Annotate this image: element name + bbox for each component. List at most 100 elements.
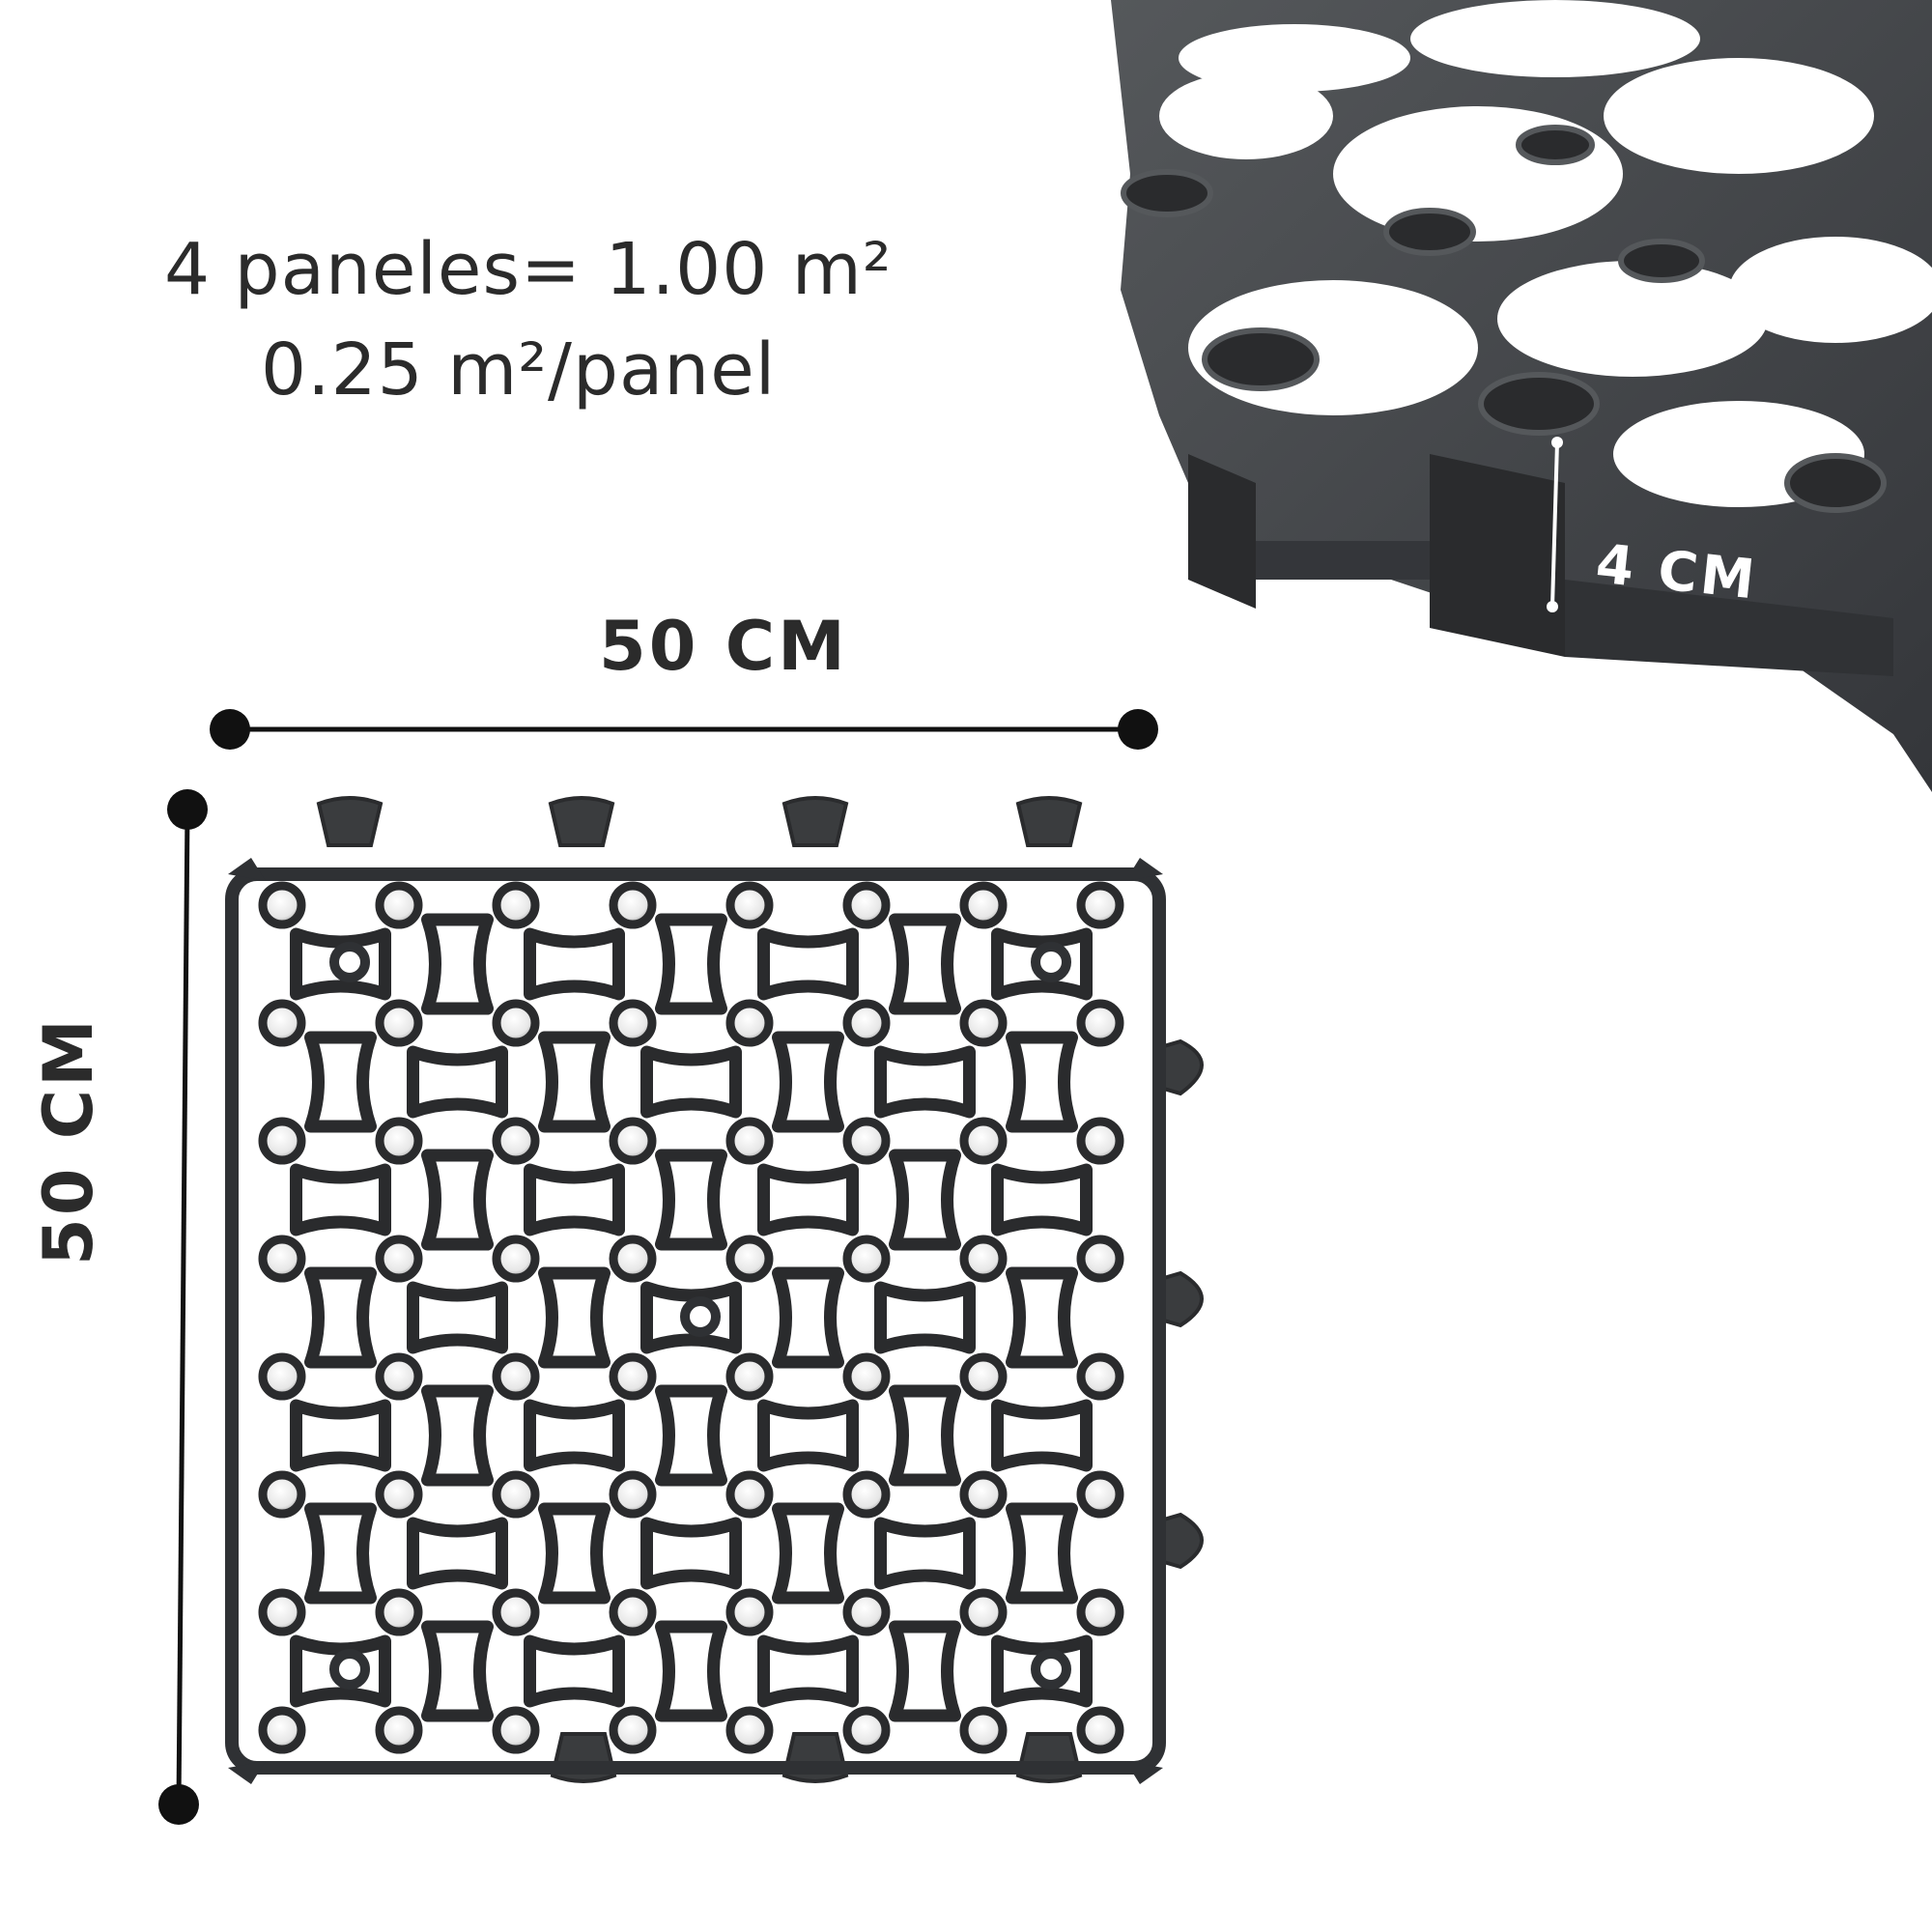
depth-dimension-end-top	[1551, 437, 1563, 448]
grid-cell	[290, 1399, 391, 1472]
grid-node	[725, 1706, 774, 1754]
grid-cell	[655, 1149, 727, 1251]
grid-node	[258, 1235, 306, 1283]
grid-cell	[772, 1266, 844, 1369]
grid-node	[492, 999, 540, 1047]
grid-cell	[874, 1281, 976, 1354]
grid-cell	[757, 1163, 859, 1236]
grid-node	[842, 881, 891, 929]
grid-node	[1076, 1588, 1124, 1636]
grid-cell	[421, 1620, 494, 1722]
grid-node	[725, 1352, 774, 1401]
grid-node	[1076, 1352, 1124, 1401]
grid-node	[609, 1352, 657, 1401]
grid-node	[492, 881, 540, 929]
depth-dimension-end-bottom	[1547, 601, 1558, 612]
grid-node	[959, 1235, 1008, 1283]
grid-node	[1076, 881, 1124, 929]
grid-node	[842, 1235, 891, 1283]
grid-node	[492, 1352, 540, 1401]
grid-node	[492, 1706, 540, 1754]
grid-node	[1076, 1470, 1124, 1519]
grid-cell	[655, 913, 727, 1015]
grid-node	[609, 1117, 657, 1165]
width-dimension-end-left	[210, 709, 250, 750]
grid-node	[375, 1588, 423, 1636]
height-dimension-end-top	[167, 789, 208, 830]
grid-node	[258, 1470, 306, 1519]
grid-node	[1076, 999, 1124, 1047]
grid-node	[725, 1235, 774, 1283]
grid-cell	[524, 1163, 625, 1236]
grid-node	[609, 881, 657, 929]
grid-node	[959, 1588, 1008, 1636]
height-label: 50 CM	[29, 1016, 108, 1265]
grid-node	[492, 1588, 540, 1636]
grid-cell	[772, 1502, 844, 1605]
width-label: 50 CM	[599, 607, 848, 686]
grid-cell	[304, 1031, 377, 1133]
grid-node	[842, 999, 891, 1047]
grid-node	[959, 999, 1008, 1047]
grid-cell	[655, 1384, 727, 1487]
grid-node	[375, 1470, 423, 1519]
grid-cell	[640, 1045, 742, 1119]
grid-node	[375, 1706, 423, 1754]
grid-node	[375, 881, 423, 929]
grid-cell	[991, 1399, 1093, 1472]
panel-area-text: 0.25 m²/panel	[261, 328, 777, 412]
panel-top-view	[225, 796, 1204, 1784]
grid-cell	[304, 1266, 377, 1369]
grid-cell	[991, 1163, 1093, 1236]
grid-node	[258, 1588, 306, 1636]
grid-cell	[524, 927, 625, 1001]
grid-cell	[1006, 1031, 1078, 1133]
grid-node	[492, 1235, 540, 1283]
grid-node	[492, 1117, 540, 1165]
grid-node	[1076, 1235, 1124, 1283]
grid-node	[725, 1470, 774, 1519]
grid-node	[258, 1706, 306, 1754]
grid-node	[258, 1117, 306, 1165]
grid-node	[609, 1588, 657, 1636]
grid-cell	[290, 1163, 391, 1236]
grid-cell	[1006, 1266, 1078, 1369]
grid-node	[842, 1588, 891, 1636]
panel-perspective-view	[1111, 0, 1932, 792]
depth-dimension-line	[1550, 441, 1559, 608]
grid-node	[725, 999, 774, 1047]
height-dimension-end-bottom	[158, 1784, 199, 1825]
grid-node	[258, 881, 306, 929]
grid-cell	[407, 1281, 508, 1354]
grid-node	[959, 1706, 1008, 1754]
grid-cell	[421, 1149, 494, 1251]
grid-node	[959, 1470, 1008, 1519]
grid-node	[609, 1706, 657, 1754]
grid-cell	[421, 913, 494, 1015]
grid-node	[609, 1470, 657, 1519]
grid-node	[609, 999, 657, 1047]
grid-node	[959, 881, 1008, 929]
grid-node	[1076, 1706, 1124, 1754]
grid-node	[959, 1117, 1008, 1165]
grid-node	[375, 999, 423, 1047]
grid-cell	[889, 1149, 961, 1251]
grid-cell	[1006, 1502, 1078, 1605]
grid-cell	[421, 1384, 494, 1487]
grid-cell	[889, 913, 961, 1015]
width-dimension-end-right	[1118, 709, 1158, 750]
grid-cell	[538, 1266, 611, 1369]
grid-node	[842, 1706, 891, 1754]
grid-cell	[524, 1399, 625, 1472]
height-dimension	[158, 789, 208, 1825]
grid-cell	[538, 1031, 611, 1133]
grid-node	[609, 1235, 657, 1283]
grid-node	[842, 1352, 891, 1401]
grid-cell	[640, 1517, 742, 1590]
grid-node	[725, 1588, 774, 1636]
grid-cell	[757, 1399, 859, 1472]
grid-cell	[757, 927, 859, 1001]
grid-node	[258, 999, 306, 1047]
grid-cell	[757, 1634, 859, 1708]
